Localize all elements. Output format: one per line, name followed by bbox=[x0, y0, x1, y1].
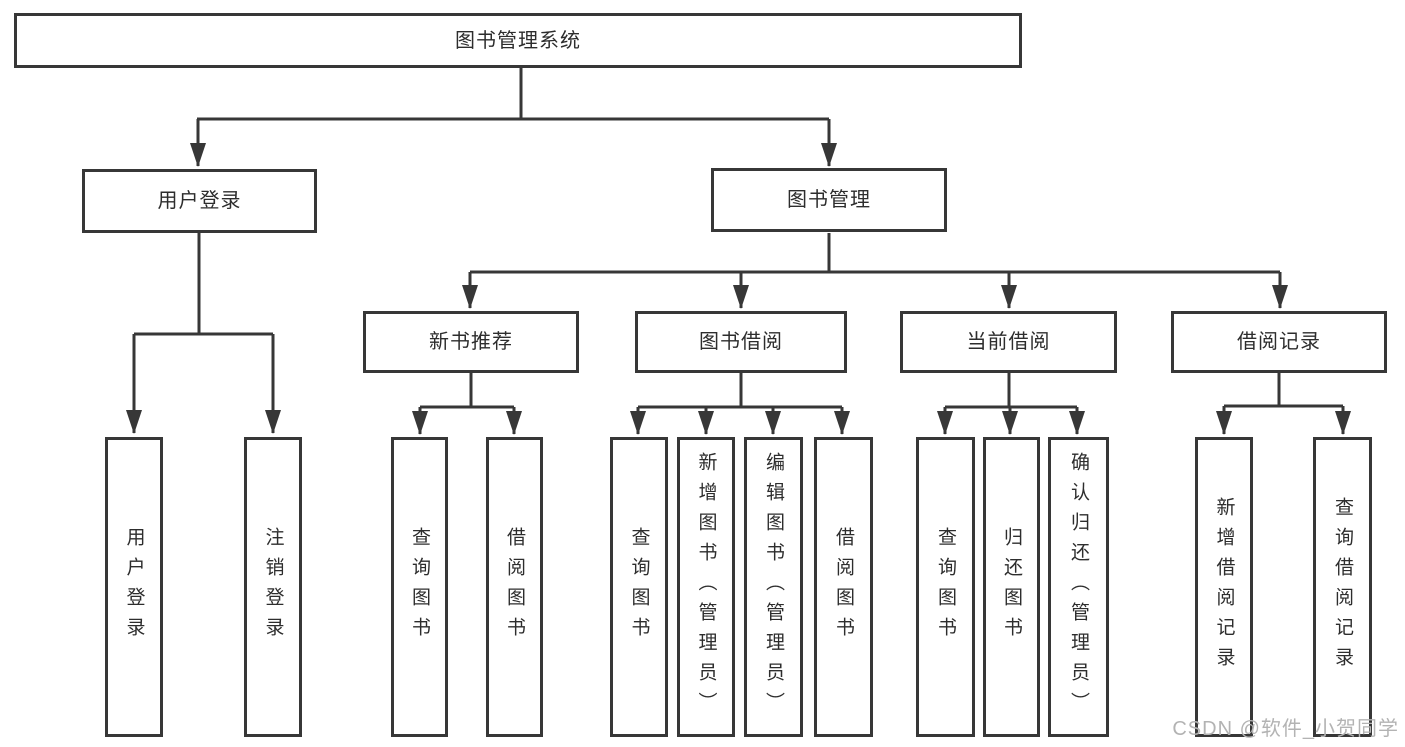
leaf-label: 新增图书（管理员） bbox=[695, 452, 717, 722]
leaf-label: 注销登录 bbox=[262, 527, 284, 647]
csdn-watermark: CSDN @软件_小贺同学 bbox=[1172, 718, 1399, 740]
leaf-label: 归还图书 bbox=[1001, 527, 1022, 647]
leaf-label: 用户登录 bbox=[123, 527, 145, 647]
node-borrow-records: 借阅记录 bbox=[1171, 311, 1387, 373]
node-label: 图书借阅 bbox=[699, 331, 783, 353]
node-current-borrow: 当前借阅 bbox=[900, 311, 1117, 373]
leaf-return-book: 归还图书 bbox=[983, 437, 1040, 737]
leaf-add-book-admin: 新增图书（管理员） bbox=[677, 437, 735, 737]
node-label: 用户登录 bbox=[157, 190, 242, 212]
leaf-query-books-2: 查询图书 bbox=[610, 437, 668, 737]
node-label: 当前借阅 bbox=[966, 331, 1051, 353]
node-book-borrow: 图书借阅 bbox=[635, 311, 847, 373]
node-label: 借阅记录 bbox=[1237, 331, 1321, 353]
leaf-label: 查询图书 bbox=[409, 527, 430, 647]
leaf-label: 查询图书 bbox=[628, 527, 650, 647]
node-new-book-recommend: 新书推荐 bbox=[363, 311, 579, 373]
leaf-label: 编辑图书（管理员） bbox=[763, 452, 784, 722]
node-label: 图书管理 bbox=[787, 189, 871, 211]
leaf-edit-book-admin: 编辑图书（管理员） bbox=[744, 437, 803, 737]
leaf-label: 查询图书 bbox=[935, 527, 956, 647]
leaf-borrow-books-1: 借阅图书 bbox=[486, 437, 543, 737]
node-root-library-system: 图书管理系统 bbox=[14, 13, 1022, 68]
leaf-logout: 注销登录 bbox=[244, 437, 302, 737]
leaf-query-borrow-record: 查询借阅记录 bbox=[1313, 437, 1372, 737]
leaf-query-books-1: 查询图书 bbox=[391, 437, 448, 737]
node-label: 新书推荐 bbox=[429, 331, 513, 353]
leaf-borrow-books-2: 借阅图书 bbox=[814, 437, 873, 737]
node-label: 图书管理系统 bbox=[455, 29, 581, 52]
leaf-user-login: 用户登录 bbox=[105, 437, 163, 737]
leaf-label: 新增借阅记录 bbox=[1213, 497, 1235, 677]
leaf-confirm-return-admin: 确认归还（管理员） bbox=[1048, 437, 1109, 737]
leaf-label: 借阅图书 bbox=[833, 527, 854, 647]
leaf-label: 借阅图书 bbox=[504, 527, 525, 647]
leaf-label: 确认归还（管理员） bbox=[1068, 452, 1089, 722]
leaf-add-borrow-record: 新增借阅记录 bbox=[1195, 437, 1253, 737]
leaf-label: 查询借阅记录 bbox=[1332, 497, 1353, 677]
node-user-login: 用户登录 bbox=[82, 169, 317, 233]
leaf-query-books-3: 查询图书 bbox=[916, 437, 975, 737]
node-book-management: 图书管理 bbox=[711, 168, 947, 232]
